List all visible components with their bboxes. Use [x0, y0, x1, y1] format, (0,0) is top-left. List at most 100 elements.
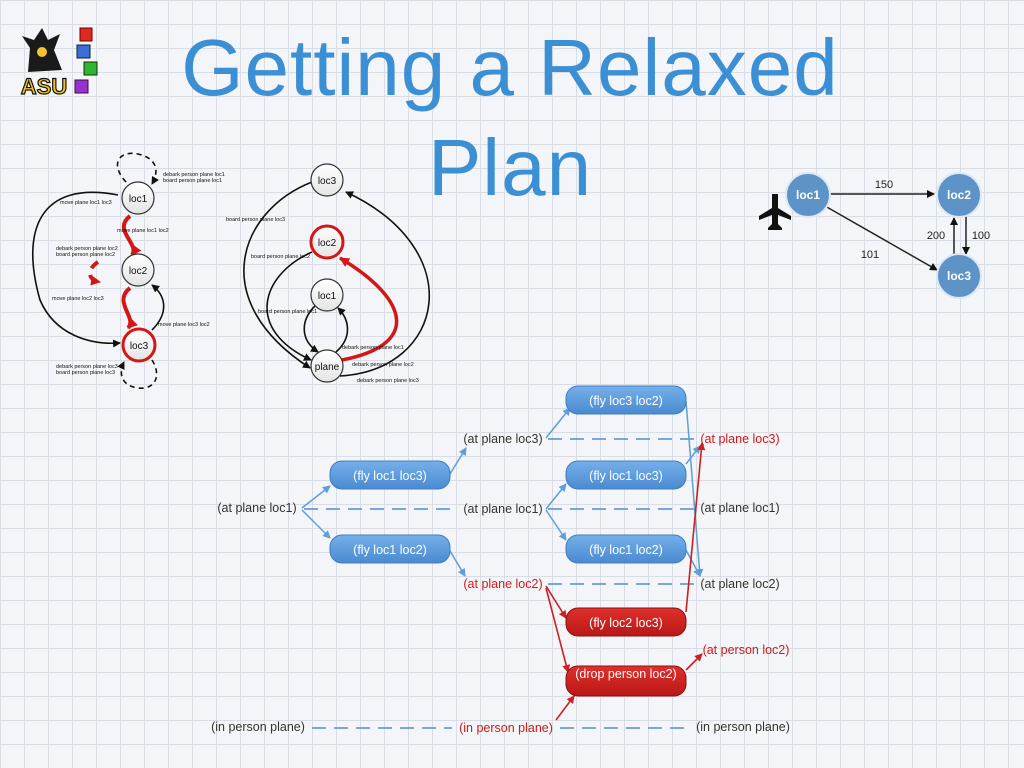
- middle-person-graph: loc3 loc2 loc1 plane board person plane …: [226, 163, 430, 384]
- red-link-loc2-to-drop: [545, 587, 571, 673]
- block-purple-icon: [74, 79, 89, 94]
- red-link-loc2-to-fly23: [545, 585, 567, 619]
- node-loc3-goal: [121, 327, 157, 363]
- prop-l1-at-plane-loc3: (at plane loc3): [463, 432, 542, 446]
- left-label-5: board person plane loc2: [56, 252, 115, 258]
- map-cost-loc1-loc3: 101: [861, 249, 879, 261]
- mid-label-0: board person plane loc3: [226, 217, 285, 223]
- link-fly13b-to-loc3: [685, 445, 701, 465]
- left-label-1: board person plane loc1: [163, 178, 222, 184]
- prop-l0-in-person-plane: (in person plane): [211, 720, 305, 734]
- map-node-loc3: [936, 253, 982, 299]
- link-p0-to-fly12: [301, 509, 331, 539]
- prop-l2-at-plane-loc1: (at plane loc1): [700, 501, 779, 515]
- title-line-2: Plan: [427, 123, 593, 212]
- svg-text:(fly loc1 loc2): (fly loc1 loc2): [353, 543, 427, 557]
- map-node-loc1-label: loc1: [796, 188, 820, 202]
- map-node-loc1: [785, 172, 831, 218]
- node-mid-loc1-label: loc1: [318, 291, 337, 302]
- edge-board-loc2: [266, 251, 313, 361]
- node-loc1: [121, 181, 155, 215]
- red-link-person-to-drop: [555, 695, 575, 721]
- link-loc3-to-fly32: [545, 407, 571, 439]
- node-loc2-label: loc2: [129, 266, 148, 277]
- svg-text:(fly loc3 loc2): (fly loc3 loc2): [589, 394, 663, 408]
- edge-loc1-loc2-selected: [121, 214, 142, 257]
- map-graph: 150 101 200 100 loc1 loc2 loc3: [759, 172, 990, 299]
- node-loc3-label: loc3: [130, 341, 149, 352]
- mid-label-4: debark person plane loc2: [352, 362, 414, 368]
- left-label-9: board person plane loc3: [56, 370, 115, 376]
- svg-text:(fly loc1 loc2): (fly loc1 loc2): [589, 543, 663, 557]
- drop-person-loc2-label: (drop person loc2): [575, 667, 677, 681]
- node-mid-loc3-label: loc3: [318, 176, 337, 187]
- action-fly-loc2-loc3-selected: (fly loc2 loc3): [565, 607, 687, 637]
- prop-l2-in-person-plane: (in person plane): [696, 720, 790, 734]
- left-label-8: debark person plane loc3: [56, 364, 118, 370]
- node-mid-loc3: [310, 163, 344, 197]
- action-fly-loc1-loc3-level1: (fly loc1 loc3): [565, 460, 687, 490]
- mid-label-2: board person plane loc1: [258, 309, 317, 315]
- action-fly-loc3-loc2: (fly loc3 loc2): [565, 385, 687, 415]
- self-loop-loc2-selected: [88, 260, 101, 286]
- node-mid-loc1: [310, 278, 344, 312]
- node-loc1-label: loc1: [129, 194, 148, 205]
- action-drop-person-loc2-selected: (drop person loc2): [565, 665, 687, 697]
- edge-debark-loc1: [335, 307, 349, 353]
- action-fly-loc1-loc2-level1: (fly loc1 loc2): [565, 534, 687, 564]
- map-node-loc3-label: loc3: [947, 269, 971, 283]
- edge-loc3-loc2: [151, 284, 165, 331]
- node-mid-plane-label: plane: [315, 362, 340, 373]
- action-fly-loc1-loc2-level0: (fly loc1 loc2): [329, 534, 451, 564]
- left-label-7: move plane loc3 loc2: [158, 322, 210, 328]
- mid-label-1: board person plane loc2: [251, 254, 310, 260]
- block-red-icon: [79, 27, 93, 42]
- map-cost-loc2-loc3: 100: [972, 230, 990, 242]
- action-fly-loc1-loc3-level0: (fly loc1 loc3): [329, 460, 451, 490]
- prop-l1-in-person-plane-selected: (in person plane): [459, 721, 553, 735]
- slide-title: Getting a Relaxed Plan: [140, 18, 880, 218]
- left-label-6: move plane loc2 loc3: [52, 296, 104, 302]
- link-fly12-to-loc2: [449, 550, 466, 577]
- asu-logo-text: ASU: [21, 74, 67, 99]
- edge-debark-loc2-selected: [339, 256, 399, 362]
- relaxed-planning-graph: (fly loc1 loc3) (fly loc1 loc2) (fly loc…: [211, 385, 790, 735]
- mid-label-5: debark person plane loc3: [357, 378, 419, 384]
- edge-debark-loc3: [339, 191, 430, 377]
- block-green-icon: [83, 61, 98, 76]
- self-loop-loc1: [116, 152, 159, 185]
- node-loc2: [121, 253, 155, 287]
- red-link-fly23-to-loc3: [685, 442, 706, 613]
- left-label-0: debark person plane loc1: [163, 172, 225, 178]
- edge-board-loc3: [243, 181, 313, 369]
- edge-loc2-loc3-selected: [121, 286, 138, 330]
- svg-text:(fly loc2 loc3): (fly loc2 loc3): [589, 616, 663, 630]
- link-fly32-to-loc2: [685, 400, 704, 577]
- svg-text:(fly loc1 loc3): (fly loc1 loc3): [589, 469, 663, 483]
- prop-l2-at-plane-loc2: (at plane loc2): [700, 577, 779, 591]
- prop-l2-at-plane-loc3-goal: (at plane loc3): [700, 432, 779, 446]
- left-state-graph: loc1 loc2 loc3 debark person plane loc1 …: [32, 152, 225, 389]
- link-fly12b-to-loc2: [685, 549, 701, 577]
- left-label-2: move plane loc1 loc3: [60, 200, 112, 206]
- asu-logo: ASU: [20, 27, 98, 100]
- map-cost-loc3-loc2: 200: [927, 230, 945, 242]
- map-cost-loc1-loc2: 150: [875, 179, 893, 191]
- link-loc1-to-fly13: [545, 483, 567, 510]
- prop-l0-at-plane-loc1: (at plane loc1): [217, 501, 296, 515]
- node-mid-loc2-label: loc2: [318, 238, 337, 249]
- map-node-loc2: [936, 172, 982, 218]
- link-p0-to-fly13: [301, 485, 331, 509]
- prop-l2-at-person-loc2-goal: (at person loc2): [703, 643, 790, 657]
- self-loop-loc3: [117, 359, 158, 389]
- edge-loc1-loc3: [32, 191, 121, 348]
- left-label-4: debark person plane loc2: [56, 246, 118, 252]
- node-mid-loc2-goal: [309, 224, 345, 260]
- block-blue-icon: [76, 44, 91, 59]
- prop-l1-at-plane-loc2-selected: (at plane loc2): [463, 577, 542, 591]
- title-line-1: Getting a Relaxed: [181, 23, 839, 112]
- prop-l1-at-plane-loc1: (at plane loc1): [463, 502, 542, 516]
- svg-text:(fly loc1 loc3): (fly loc1 loc3): [353, 469, 427, 483]
- red-link-drop-to-goal: [685, 653, 703, 671]
